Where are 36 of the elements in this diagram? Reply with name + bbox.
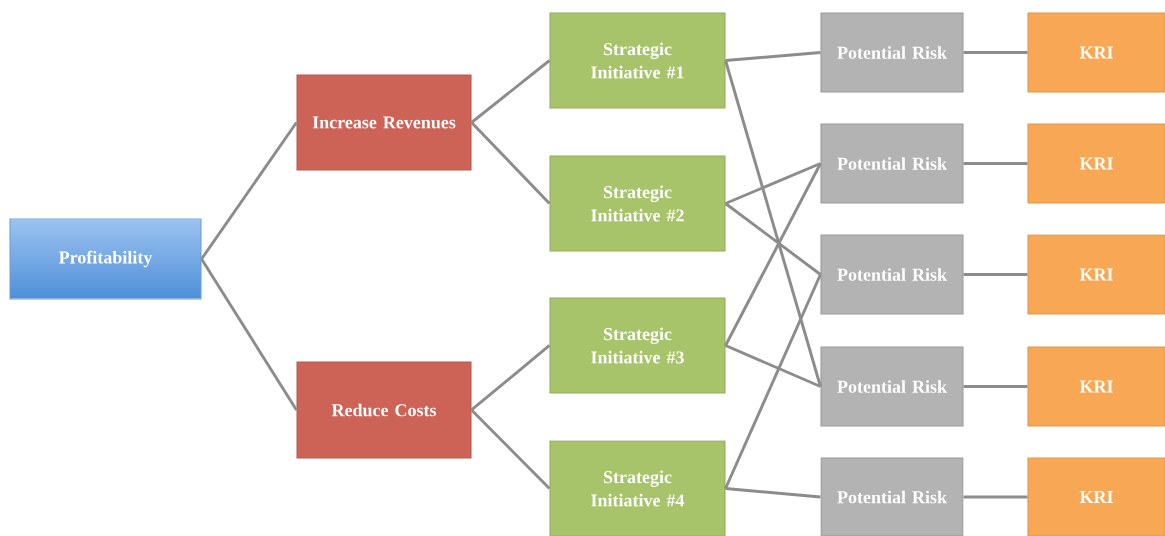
- connector-line: [725, 487, 821, 499]
- kri-box: KRI: [1027, 12, 1165, 93]
- initiative-box: Strategic Initiative #3: [549, 297, 726, 394]
- connector-line: [725, 51, 821, 62]
- connector-line: [963, 495, 1028, 499]
- connector-line: [470, 59, 551, 124]
- connector-line: [724, 273, 822, 490]
- kri-box: KRI: [1027, 234, 1165, 315]
- connector-line: [470, 408, 551, 490]
- connector-line: [724, 202, 822, 276]
- connector-line: [963, 162, 1028, 165]
- initiative-box: Strategic Initiative #1: [549, 12, 726, 109]
- connector-line: [963, 51, 1028, 54]
- connector-line: [200, 258, 298, 411]
- connector-line: [724, 162, 822, 205]
- connector-line: [963, 273, 1028, 276]
- risk-box: Potential Risk: [820, 346, 964, 427]
- goal-box: Profitability: [9, 218, 202, 300]
- objective-box: Increase Revenues: [296, 74, 472, 171]
- connector-line: [470, 121, 551, 205]
- risk-box: Potential Risk: [820, 457, 964, 536]
- connector-line: [200, 121, 298, 260]
- risk-box: Potential Risk: [820, 234, 964, 315]
- connector-line: [963, 385, 1028, 388]
- kri-box: KRI: [1027, 123, 1165, 204]
- risk-box: Potential Risk: [820, 12, 964, 93]
- connector-line: [724, 344, 822, 388]
- connector-line: [470, 344, 551, 412]
- kri-box: KRI: [1027, 457, 1165, 536]
- connector-line: [724, 162, 822, 347]
- objective-box: Reduce Costs: [296, 361, 472, 459]
- kri-box: KRI: [1027, 346, 1165, 427]
- initiative-box: Strategic Initiative #2: [549, 155, 726, 252]
- risk-box: Potential Risk: [820, 123, 964, 204]
- connector-line: [724, 60, 822, 387]
- initiative-box: Strategic Initiative #4: [549, 440, 726, 536]
